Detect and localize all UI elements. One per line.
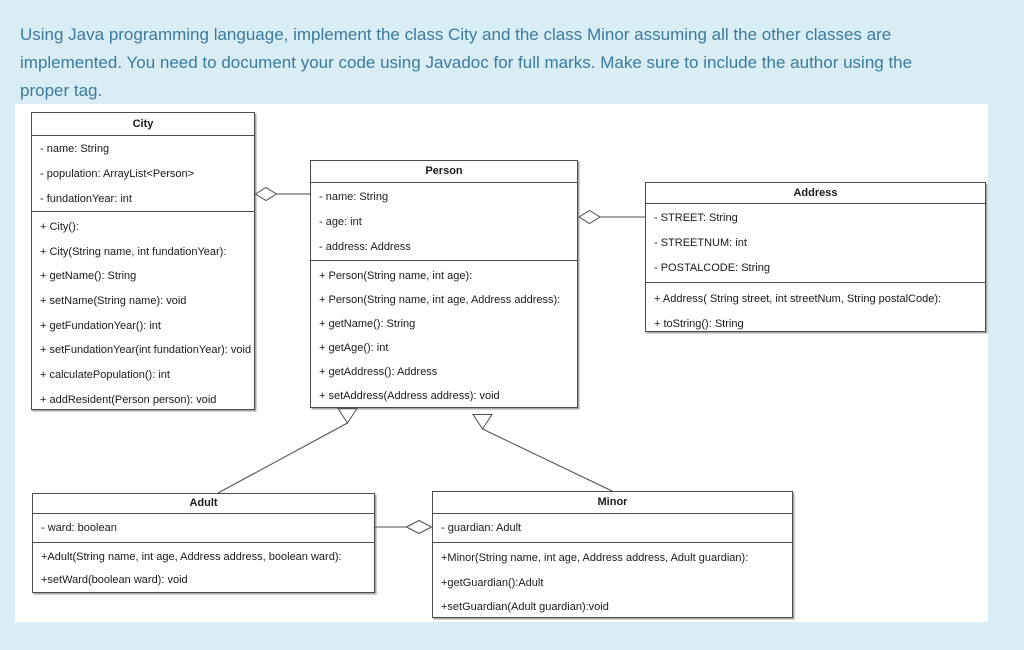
uml-method: +setGuardian(Adult guardian):void bbox=[441, 601, 609, 613]
uml-attribute: - age: int bbox=[319, 216, 362, 228]
generalization-minor-person bbox=[472, 414, 613, 492]
instruction-line: Using Java programming language, impleme… bbox=[20, 25, 892, 44]
uml-method: + getAge(): int bbox=[319, 342, 389, 354]
instruction-line: proper tag. bbox=[20, 81, 103, 100]
class-methods-person: + Person(String name, int age): + Person(… bbox=[311, 261, 577, 408]
uml-method: + getFundationYear(): int bbox=[40, 319, 161, 332]
uml-attribute: - POSTALCODE: String bbox=[654, 262, 770, 274]
uml-method: + setName(String name): void bbox=[40, 295, 187, 308]
uml-attribute: - name: String bbox=[40, 143, 110, 155]
uml-method: + calculatePopulation(): int bbox=[40, 369, 170, 382]
uml-attribute: - address: Address bbox=[319, 241, 411, 253]
class-methods-city: + City(): + City(String name, int fundati… bbox=[32, 212, 254, 413]
uml-method: + toString(): String bbox=[654, 317, 744, 330]
uml-method: + addResident(Person person): void bbox=[40, 393, 217, 406]
uml-attribute: - guardian: Adult bbox=[441, 522, 522, 534]
uml-attribute: - STREET: String bbox=[654, 212, 738, 224]
instruction-line: implemented. You need to document your c… bbox=[20, 53, 913, 72]
aggregation-diamond-icon bbox=[405, 519, 433, 535]
class-title-person: Person bbox=[311, 161, 577, 183]
class-title-address: Address bbox=[646, 183, 985, 204]
uml-attribute: - STREETNUM: int bbox=[654, 237, 747, 249]
uml-method: + getAddress(): Address bbox=[319, 366, 438, 378]
class-title-adult: Adult bbox=[33, 494, 374, 514]
class-methods-address: + Address( String street, int streetNum,… bbox=[646, 283, 985, 336]
uml-method: + Address( String street, int streetNum,… bbox=[654, 293, 942, 305]
class-attributes-city: - name: String - population: ArrayList<Pe… bbox=[32, 136, 254, 212]
uml-diagram-panel: City - name: String - population: ArrayLi… bbox=[15, 104, 988, 622]
uml-method: + setAddress(Address address): void bbox=[319, 390, 500, 402]
aggregation-adult-minor bbox=[375, 519, 433, 535]
uml-method: +setWard(boolean ward): void bbox=[41, 573, 188, 586]
class-attributes-minor: - guardian: Adult bbox=[433, 514, 792, 543]
aggregation-diamond-icon bbox=[254, 186, 278, 202]
uml-method: + City(): bbox=[40, 221, 79, 233]
uml-method: +getGuardian():Adult bbox=[441, 576, 544, 589]
aggregation-city-person bbox=[254, 186, 310, 202]
uml-class-adult: Adult - ward: boolean +Adult(String name… bbox=[32, 493, 375, 593]
class-attributes-address: - STREET: String - STREETNUM: int - POSTAL… bbox=[646, 204, 985, 283]
uml-method: +Minor(String name, int age, Address add… bbox=[441, 552, 749, 564]
uml-attribute: - fundationYear: int bbox=[40, 193, 132, 205]
class-title-city: City bbox=[32, 113, 254, 136]
class-title-minor: Minor bbox=[433, 492, 792, 514]
uml-method: + setFundationYear(int fundationYear): v… bbox=[40, 344, 252, 357]
uml-attribute: - ward: boolean bbox=[41, 522, 117, 534]
uml-method: +Adult(String name, int age, Address add… bbox=[41, 551, 342, 563]
uml-class-address: Address - STREET: String - STREETNUM: int… bbox=[645, 182, 986, 332]
uml-method: + City(String name, int fundationYear): bbox=[40, 245, 227, 258]
generalization-triangle-icon bbox=[337, 408, 358, 424]
aggregation-person-address bbox=[578, 209, 645, 225]
uml-method: + getName(): String bbox=[319, 318, 416, 330]
uml-attribute: - population: ArrayList<Person> bbox=[40, 168, 195, 180]
class-attributes-adult: - ward: boolean bbox=[33, 514, 374, 543]
generalization-adult-person bbox=[217, 408, 358, 494]
uml-class-person: Person - name: String - age: int - address… bbox=[310, 160, 578, 408]
generalization-triangle-icon bbox=[472, 414, 493, 430]
uml-class-city: City - name: String - population: ArrayLi… bbox=[31, 112, 255, 410]
class-methods-adult: +Adult(String name, int age, Address add… bbox=[33, 543, 374, 591]
uml-method: + Person(String name, int age, Address a… bbox=[319, 294, 561, 306]
aggregation-diamond-icon bbox=[578, 209, 601, 225]
class-methods-minor: +Minor(String name, int age, Address add… bbox=[433, 543, 792, 620]
uml-method: + Person(String name, int age): bbox=[319, 270, 473, 282]
uml-attribute: - name: String bbox=[319, 191, 389, 203]
uml-class-minor: Minor - guardian: Adult +Minor(String na… bbox=[432, 491, 793, 618]
class-attributes-person: - name: String - age: int - address: Addre… bbox=[311, 183, 577, 261]
exercise-instruction: Using Java programming language, impleme… bbox=[20, 21, 1010, 105]
uml-method: + getName(): String bbox=[40, 270, 137, 283]
